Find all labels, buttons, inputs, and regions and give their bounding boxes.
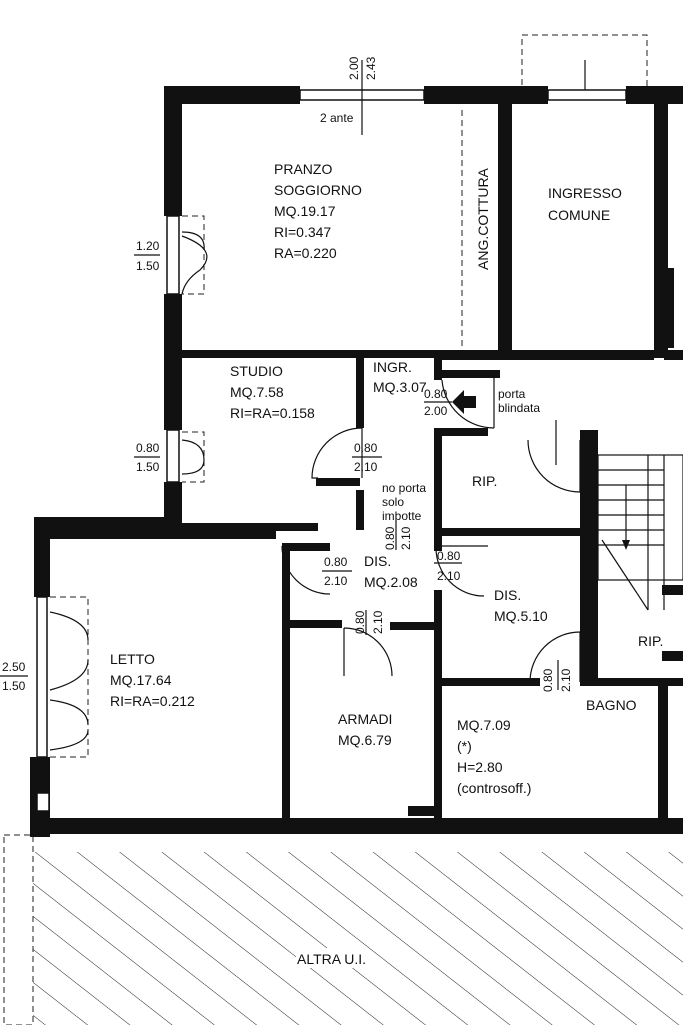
svg-text:porta: porta xyxy=(498,387,526,401)
svg-text:0.80: 0.80 xyxy=(383,526,397,550)
dim-window-studio: 0.80 1.50 xyxy=(136,441,160,474)
entry-arrow-icon xyxy=(452,390,476,414)
svg-text:0.80: 0.80 xyxy=(136,441,160,455)
svg-text:RI=RA=0.212: RI=RA=0.212 xyxy=(110,693,195,709)
dim-door-dis-left: 0.80 2.10 xyxy=(324,555,348,588)
svg-text:MQ.17.64: MQ.17.64 xyxy=(110,672,172,688)
svg-text:0.80: 0.80 xyxy=(424,387,448,401)
svg-text:(*): (*) xyxy=(457,738,472,754)
svg-text:0.80: 0.80 xyxy=(437,549,461,563)
room-dis-2: DIS. MQ.5.10 xyxy=(494,587,548,624)
dim-door-entry: 0.80 2.00 xyxy=(424,387,448,418)
svg-text:MQ.6.79: MQ.6.79 xyxy=(338,732,392,748)
window-sashes xyxy=(49,215,208,758)
svg-text:solo: solo xyxy=(382,495,404,509)
dim-door-studio: 0.80 2.10 xyxy=(354,441,378,474)
svg-text:2.10: 2.10 xyxy=(371,610,385,634)
svg-text:no porta: no porta xyxy=(382,481,426,495)
svg-text:RA=0.220: RA=0.220 xyxy=(274,245,337,261)
svg-text:2.43: 2.43 xyxy=(364,56,378,80)
svg-text:MQ.5.10: MQ.5.10 xyxy=(494,608,548,624)
room-bagno-title: BAGNO xyxy=(586,697,637,713)
svg-text:2.10: 2.10 xyxy=(354,460,378,474)
room-armadi: ARMADI MQ.6.79 xyxy=(338,711,392,748)
svg-text:0.80: 0.80 xyxy=(324,555,348,569)
no-porta-note: no porta solo imbotte xyxy=(382,481,426,523)
svg-text:2.10: 2.10 xyxy=(437,569,461,583)
dim-window-letto: 2.50 1.50 xyxy=(2,660,26,693)
room-studio: STUDIO MQ.7.58 RI=RA=0.158 xyxy=(230,363,315,421)
svg-text:PRANZO: PRANZO xyxy=(274,161,332,177)
svg-text:MQ.2.08: MQ.2.08 xyxy=(364,574,418,590)
svg-text:0.80: 0.80 xyxy=(353,610,367,634)
room-rip-1: RIP. xyxy=(472,473,497,489)
svg-text:MQ.7.09: MQ.7.09 xyxy=(457,717,511,733)
room-dis-1: DIS. MQ.2.08 xyxy=(364,553,418,590)
room-pranzo: PRANZO SOGGIORNO MQ.19.17 RI=0.347 RA=0.… xyxy=(274,161,362,261)
svg-text:MQ.3.07: MQ.3.07 xyxy=(373,379,427,395)
svg-text:1.50: 1.50 xyxy=(2,679,26,693)
porta-blindata-label: porta blindata xyxy=(498,387,540,415)
svg-text:1.50: 1.50 xyxy=(136,460,160,474)
altra-ui-area xyxy=(3,834,683,1025)
stairs xyxy=(597,454,683,611)
svg-text:1.50: 1.50 xyxy=(136,259,160,273)
svg-text:DIS.: DIS. xyxy=(364,553,391,569)
svg-text:2.50: 2.50 xyxy=(2,660,26,674)
svg-text:2.00: 2.00 xyxy=(424,404,448,418)
room-rip-2: RIP. xyxy=(638,633,663,649)
svg-text:imbotte: imbotte xyxy=(382,509,422,523)
svg-text:2.00: 2.00 xyxy=(347,56,361,80)
svg-text:H=2.80: H=2.80 xyxy=(457,759,503,775)
svg-text:(controsoff.): (controsoff.) xyxy=(457,780,531,796)
svg-text:2.10: 2.10 xyxy=(399,526,413,550)
dim-window-pranzo: 1.20 1.50 xyxy=(136,239,160,273)
svg-text:2.10: 2.10 xyxy=(324,574,348,588)
room-bagno: MQ.7.09 (*) H=2.80 (controsoff.) xyxy=(457,717,531,796)
svg-text:MQ.19.17: MQ.19.17 xyxy=(274,203,336,219)
dim-two-leaves: 2 ante xyxy=(320,111,354,125)
svg-text:0.80: 0.80 xyxy=(541,668,555,692)
room-ang-cottura: ANG.COTTURA xyxy=(475,167,491,270)
svg-text:0.80: 0.80 xyxy=(354,441,378,455)
dim-door-armadi: 0.80 2.10 xyxy=(353,610,385,634)
room-ingr: INGR. MQ.3.07 xyxy=(373,359,427,395)
svg-text:2.10: 2.10 xyxy=(559,668,573,692)
svg-text:STUDIO: STUDIO xyxy=(230,363,283,379)
svg-text:1.20: 1.20 xyxy=(136,239,160,253)
altra-ui-label: ALTRA U.I. xyxy=(297,951,366,967)
svg-text:COMUNE: COMUNE xyxy=(548,207,610,223)
svg-text:LETTO: LETTO xyxy=(110,651,155,667)
svg-text:INGR.: INGR. xyxy=(373,359,412,375)
svg-text:MQ.7.58: MQ.7.58 xyxy=(230,384,284,400)
svg-text:RI=0.347: RI=0.347 xyxy=(274,224,331,240)
svg-text:DIS.: DIS. xyxy=(494,587,521,603)
svg-text:SOGGIORNO: SOGGIORNO xyxy=(274,182,362,198)
svg-text:blindata: blindata xyxy=(498,401,540,415)
walls xyxy=(30,86,683,837)
dim-door-bagno: 0.80 2.10 xyxy=(541,668,573,692)
dim-door-dis-right: 0.80 2.10 xyxy=(437,549,461,583)
svg-text:ARMADI: ARMADI xyxy=(338,711,392,727)
door-swings xyxy=(281,376,581,683)
room-letto: LETTO MQ.17.64 RI=RA=0.212 xyxy=(110,651,195,709)
dimension-lines xyxy=(0,60,559,690)
svg-text:RI=RA=0.158: RI=RA=0.158 xyxy=(230,405,315,421)
svg-text:INGRESSO: INGRESSO xyxy=(548,185,622,201)
dim-door-vertical-mid: 0.80 2.10 xyxy=(383,526,413,550)
room-ingresso-comune: INGRESSO COMUNE xyxy=(548,185,622,223)
dim-top-window: 2.00 2.43 xyxy=(347,56,378,80)
